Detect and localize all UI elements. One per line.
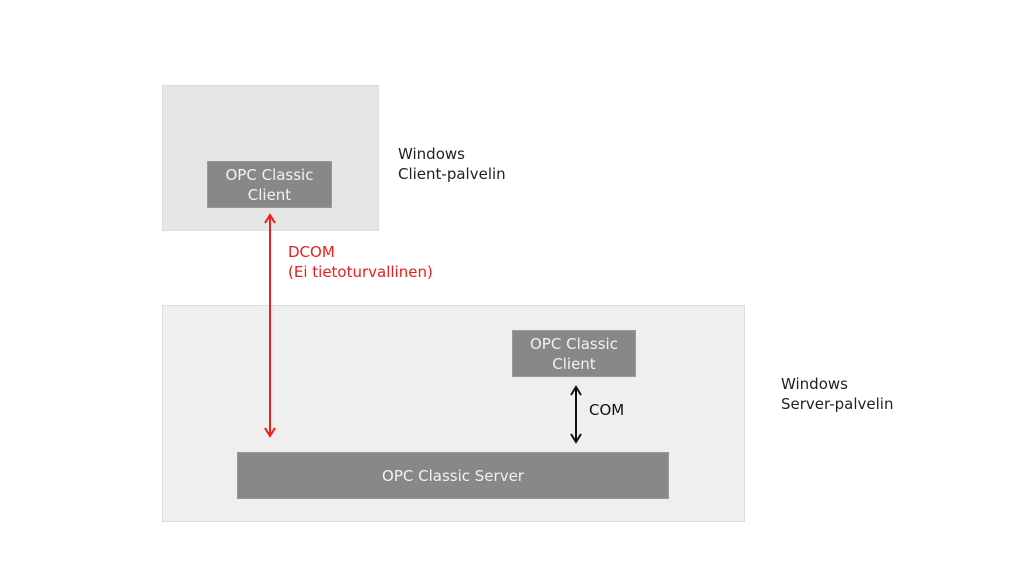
dcom-label: DCOM (Ei tietoturvallinen) [288, 243, 433, 281]
windows-client-host-zone [162, 85, 379, 231]
local-opc-classic-client-box: OPC Classic Client [512, 330, 636, 377]
com-label: COM [589, 401, 625, 419]
client-host-label: Windows Client-palvelin [398, 145, 506, 183]
opc-classic-server-box: OPC Classic Server [237, 452, 669, 499]
remote-opc-classic-client-box: OPC Classic Client [207, 161, 332, 208]
server-host-label: Windows Server-palvelin [781, 375, 894, 413]
